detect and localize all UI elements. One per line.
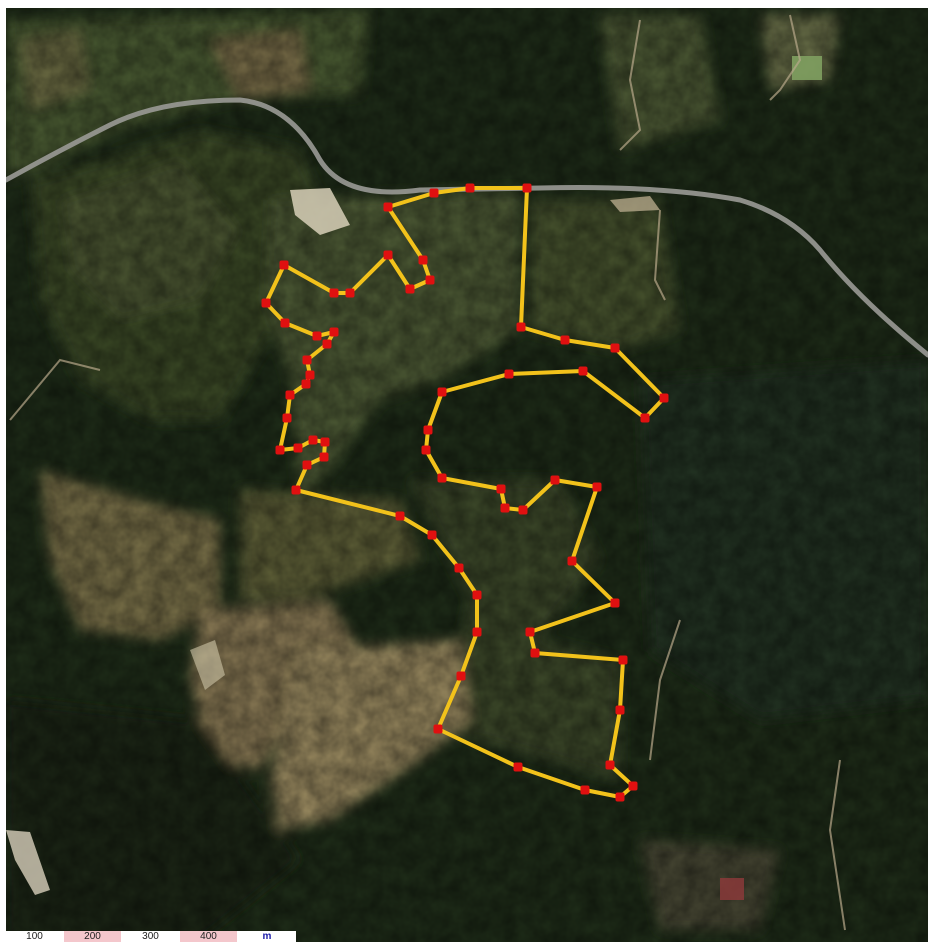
boundary-vertex-icon[interactable] <box>615 792 625 802</box>
boundary-vertex-icon[interactable] <box>615 705 625 715</box>
boundary-vertex-icon[interactable] <box>580 785 590 795</box>
boundary-vertex-icon[interactable] <box>456 671 466 681</box>
boundary-vertex-icon[interactable] <box>550 475 560 485</box>
scale-label-300: 300 <box>122 931 180 942</box>
boundary-vertex-icon[interactable] <box>302 355 312 365</box>
boundary-vertex-icon[interactable] <box>275 445 285 455</box>
terrain-texture <box>6 8 928 942</box>
satellite-map[interactable] <box>6 8 928 942</box>
boundary-vertex-icon[interactable] <box>329 327 339 337</box>
boundary-vertex-icon[interactable] <box>405 284 415 294</box>
boundary-vertex-icon[interactable] <box>427 530 437 540</box>
boundary-vertex-icon[interactable] <box>628 781 638 791</box>
boundary-vertex-icon[interactable] <box>329 288 339 298</box>
boundary-vertex-icon[interactable] <box>530 648 540 658</box>
boundary-vertex-icon[interactable] <box>465 183 475 193</box>
boundary-vertex-icon[interactable] <box>504 369 514 379</box>
boundary-vertex-icon[interactable] <box>560 335 570 345</box>
boundary-vertex-icon[interactable] <box>279 260 289 270</box>
boundary-vertex-icon[interactable] <box>610 598 620 608</box>
boundary-vertex-icon[interactable] <box>293 443 303 453</box>
boundary-vertex-icon[interactable] <box>513 762 523 772</box>
boundary-vertex-icon[interactable] <box>437 473 447 483</box>
boundary-vertex-icon[interactable] <box>472 590 482 600</box>
boundary-vertex-icon[interactable] <box>383 250 393 260</box>
boundary-vertex-icon[interactable] <box>383 202 393 212</box>
boundary-vertex-icon[interactable] <box>319 452 329 462</box>
boundary-vertex-icon[interactable] <box>421 445 431 455</box>
scale-bar: 100 200 300 400 m <box>6 931 296 942</box>
boundary-vertex-icon[interactable] <box>395 511 405 521</box>
boundary-vertex-icon[interactable] <box>345 288 355 298</box>
boundary-vertex-icon[interactable] <box>280 318 290 328</box>
boundary-vertex-icon[interactable] <box>418 255 428 265</box>
boundary-vertex-icon[interactable] <box>282 413 292 423</box>
boundary-vertex-icon[interactable] <box>285 390 295 400</box>
boundary-vertex-icon[interactable] <box>302 460 312 470</box>
scale-label-400: 400 <box>180 931 238 942</box>
bare-soil-spots <box>6 56 822 900</box>
boundary-vertex-icon[interactable] <box>659 393 669 403</box>
boundary-vertex-icon[interactable] <box>618 655 628 665</box>
boundary-vertex-icon[interactable] <box>425 275 435 285</box>
boundary-vertex-icon[interactable] <box>496 484 506 494</box>
boundary-vertex-icon[interactable] <box>437 387 447 397</box>
boundary-vertex-icon[interactable] <box>592 482 602 492</box>
boundary-vertex-icon[interactable] <box>518 505 528 515</box>
boundary-vertex-icon[interactable] <box>261 298 271 308</box>
boundary-vertex-icon[interactable] <box>305 370 315 380</box>
boundary-vertex-icon[interactable] <box>516 322 526 332</box>
boundary-vertex-icon[interactable] <box>500 503 510 513</box>
boundary-vertex-icon[interactable] <box>322 339 332 349</box>
boundary-vertex-icon[interactable] <box>567 556 577 566</box>
boundary-vertex-icon[interactable] <box>610 343 620 353</box>
boundary-vertex-icon[interactable] <box>472 627 482 637</box>
map-frame[interactable] <box>6 8 928 942</box>
boundary-vertex-icon[interactable] <box>578 366 588 376</box>
road <box>6 97 928 358</box>
boundary-vertex-icon[interactable] <box>522 183 532 193</box>
boundary-vertex-icon[interactable] <box>308 435 318 445</box>
boundary-vertex-icon[interactable] <box>291 485 301 495</box>
boundary-vertex-icon[interactable] <box>320 437 330 447</box>
boundary-vertex-icon[interactable] <box>301 379 311 389</box>
scale-label-100: 100 <box>6 931 64 942</box>
dirt-tracks <box>9 14 846 931</box>
boundary-vertex-icon[interactable] <box>454 563 464 573</box>
boundary-vertex-icon[interactable] <box>640 413 650 423</box>
boundary-vertices <box>261 183 669 802</box>
scale-unit: m <box>238 931 296 942</box>
boundary-vertex-icon[interactable] <box>429 188 439 198</box>
boundary-vertex-icon[interactable] <box>433 724 443 734</box>
scale-label-200: 200 <box>64 931 122 942</box>
boundary-vertex-icon[interactable] <box>525 627 535 637</box>
boundary-vertex-icon[interactable] <box>312 331 322 341</box>
boundary-vertex-icon[interactable] <box>605 760 615 770</box>
boundary-vertex-icon[interactable] <box>423 425 433 435</box>
